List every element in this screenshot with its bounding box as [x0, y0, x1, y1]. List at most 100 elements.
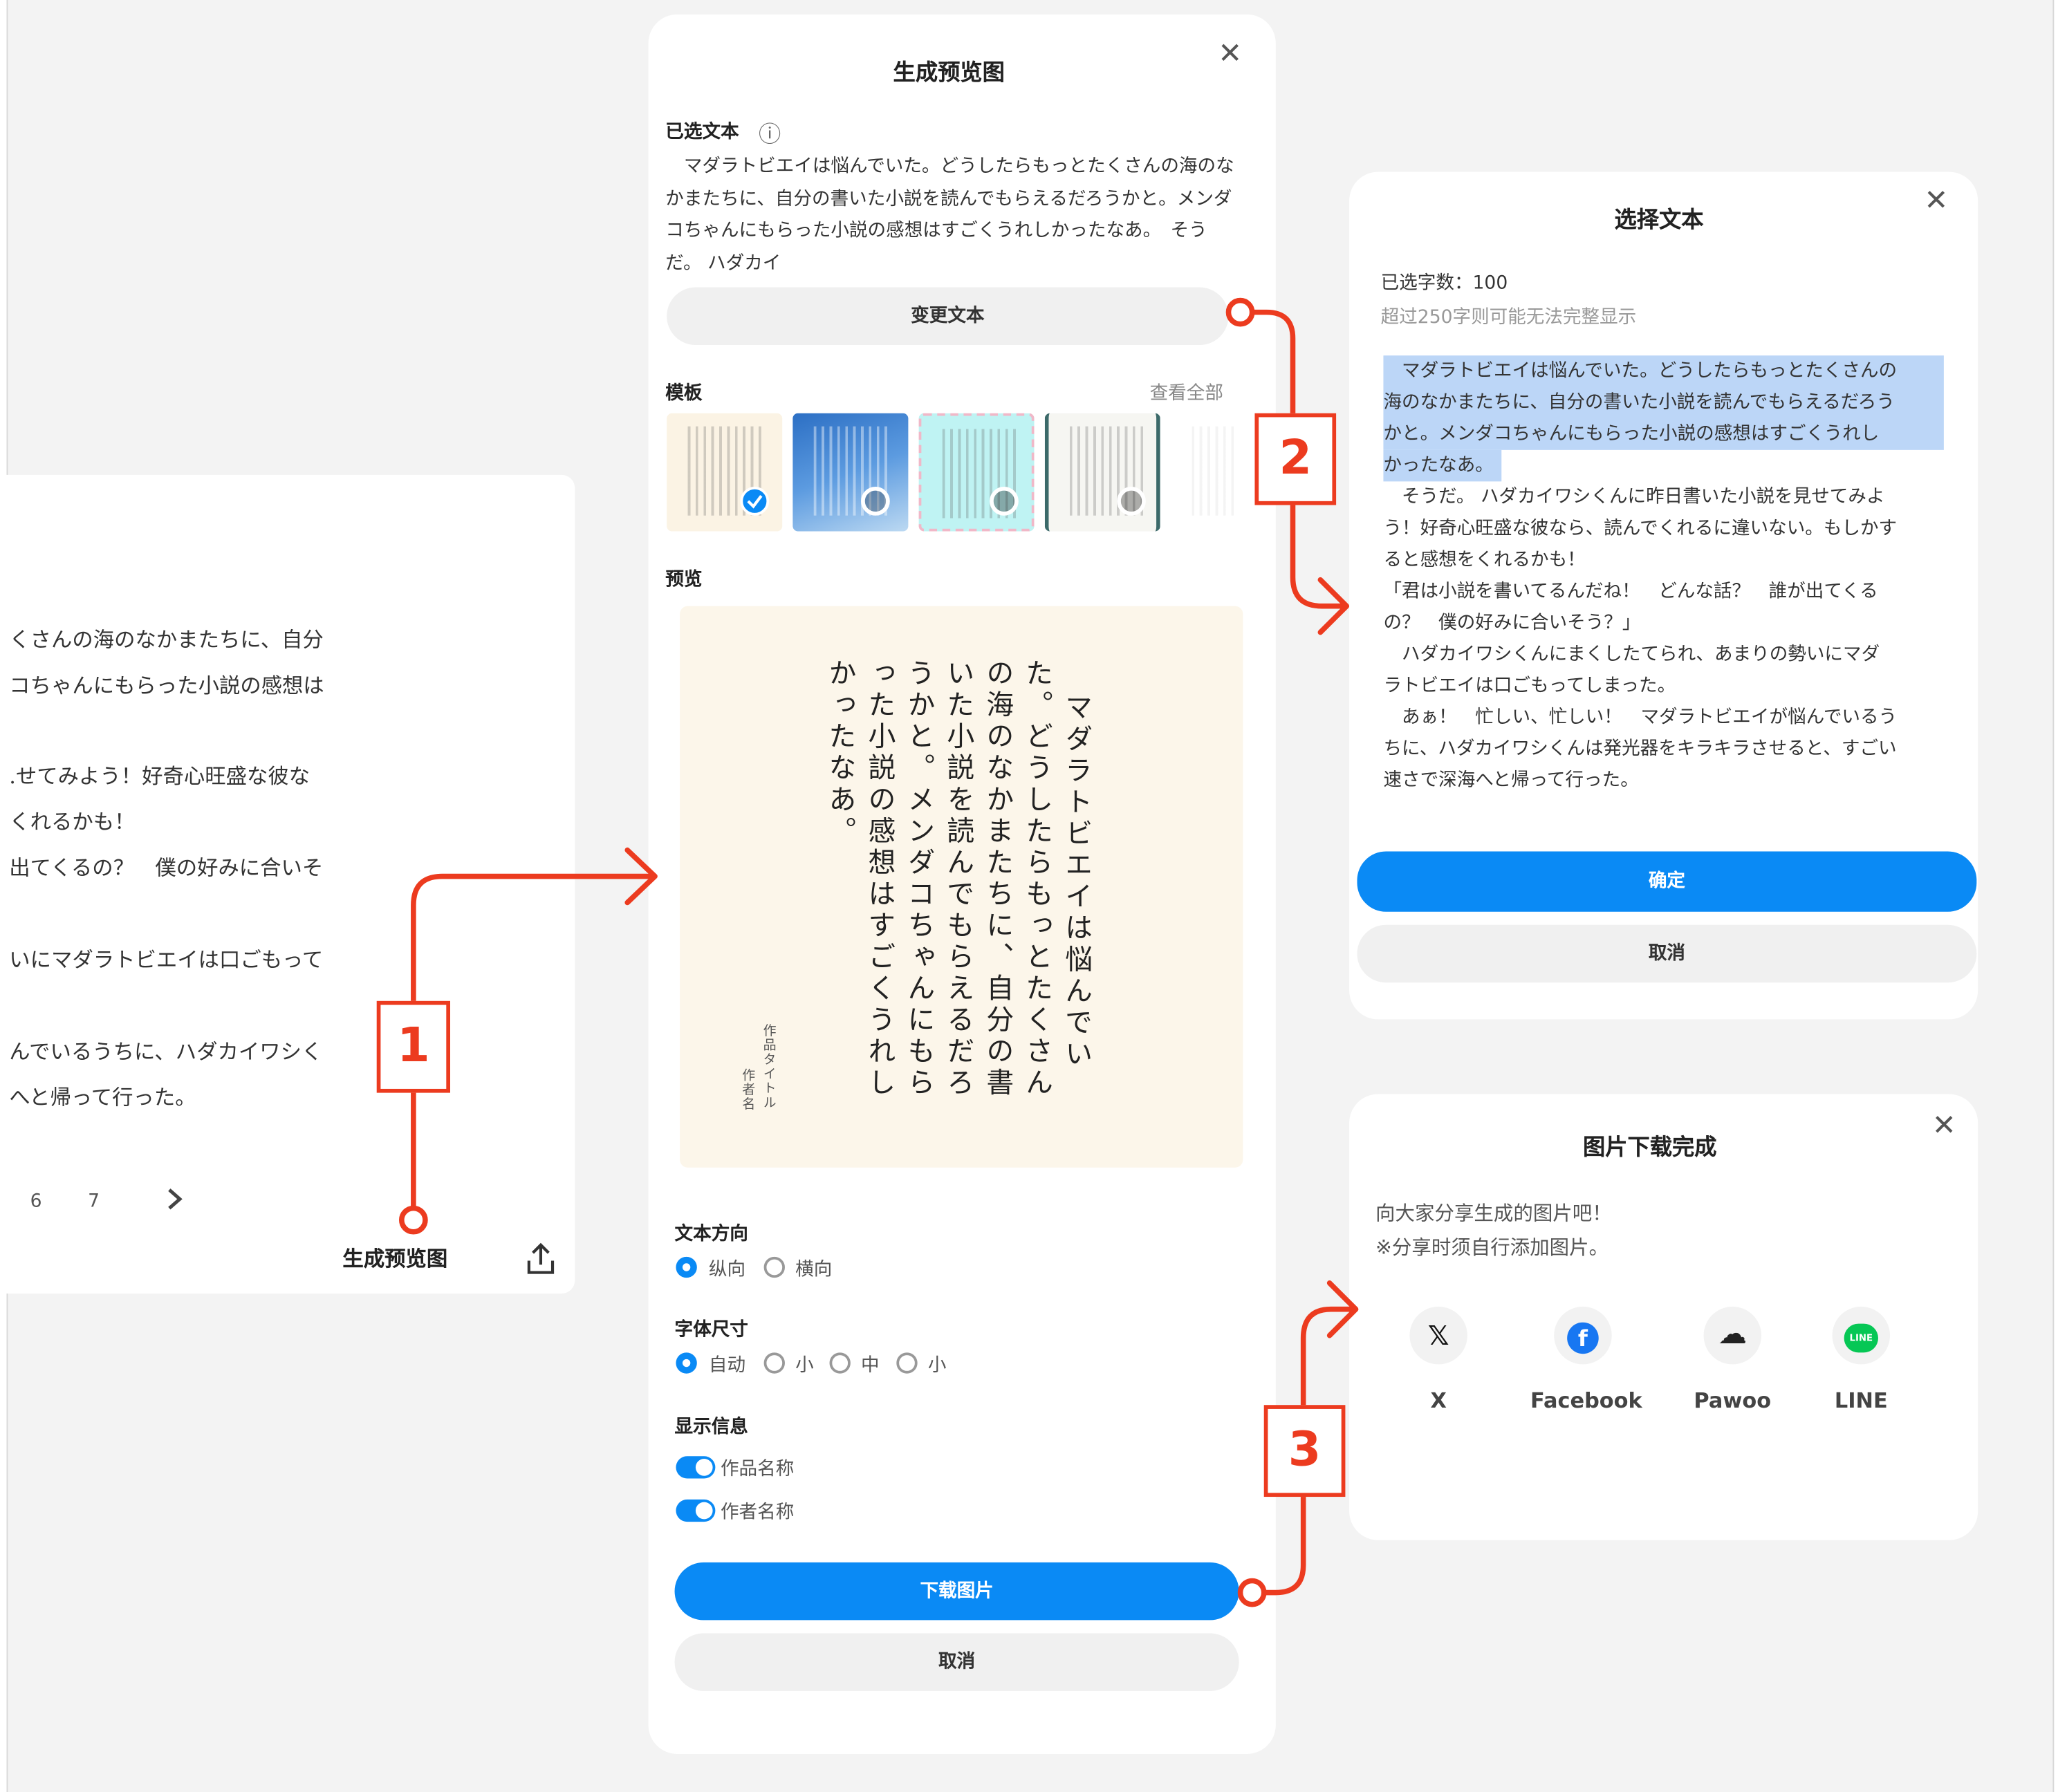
cancel-button[interactable]: 取消	[674, 1633, 1239, 1691]
reader-panel: くさんの海のなかまたちに、自分 コちゃんにもらった小説の感想は .せてみよう！好…	[6, 474, 575, 1294]
chevron-right-icon[interactable]	[164, 1186, 185, 1217]
check-icon	[740, 486, 770, 516]
x-logo-icon: 𝕏	[1409, 1306, 1467, 1365]
info-icon[interactable]: ⓘ	[759, 122, 781, 149]
arrow-1	[411, 873, 656, 1220]
radio-vertical[interactable]	[676, 1256, 697, 1278]
share-note: ※分享时须自行添加图片。	[1375, 1235, 1609, 1260]
arrow-3-head	[1326, 1280, 1359, 1338]
confirm-button[interactable]: 确定	[1357, 851, 1977, 912]
radio-horizontal[interactable]	[763, 1256, 785, 1278]
preview-vertical-line: た。どうしたらもっとたくさん	[1022, 658, 1055, 1100]
radio-icon	[1117, 486, 1146, 516]
page-link-6[interactable]: 6	[30, 1191, 42, 1213]
reader-line: .せてみよう！好奇心旺盛な彼な	[9, 763, 310, 789]
preview-vertical-line: った小説の感想はすごくうれし	[864, 658, 897, 1100]
preview-work-title: 作品タイトル	[759, 1023, 775, 1110]
share-x-label: X	[1430, 1388, 1447, 1413]
view-all-link[interactable]: 查看全部	[1149, 383, 1223, 404]
length-hint: 超过250字则可能无法完整显示	[1380, 307, 1637, 328]
text-line-selected[interactable]: かと。メンダコちゃんにもらった小説の感想はすごくうれし	[1383, 423, 1880, 445]
step-badge-1: 1	[376, 1000, 450, 1093]
reader-line: コちゃんにもらった小説の感想は	[9, 673, 324, 698]
select-text-dialog: 选择文本 ✕ 已选字数：100 超过250字则可能无法完整显示 マダラトビエイは…	[1349, 171, 1978, 1020]
preview-dialog: 生成预览图 ✕ 已选文本 ⓘ マダラトビエイは悩んでいた。どうしたらもっとたくさ…	[648, 14, 1276, 1754]
share-line-button[interactable]: LINE LINE	[1808, 1306, 1913, 1413]
text-line[interactable]: 速さで深海へと帰って行った。	[1383, 769, 1639, 792]
preview-vertical-line: いた小説を読んでもらえるだろ	[943, 658, 976, 1100]
arrow-2-origin	[1225, 297, 1255, 327]
toggle-author-name-label: 作者名称	[720, 1502, 795, 1524]
reader-line: へと帰って行った。	[9, 1085, 196, 1110]
reader-line: くさんの海のなかまたちに、自分	[9, 627, 324, 653]
text-line[interactable]: ハダカイワシくんにまくしたてられ、あまりの勢いにマダ	[1383, 644, 1880, 666]
text-line[interactable]: ちに、ハダカイワシくんは発光器をキラキラさせると、すごい	[1383, 738, 1897, 760]
preview-vertical-line: うかと。メンダコちゃんにもら	[904, 658, 936, 1100]
template-thumb-ruled[interactable]	[1044, 413, 1160, 532]
page-link-7[interactable]: 7	[88, 1191, 100, 1213]
text-line[interactable]: あぁ！ 忙しい、忙しい！ マダラトビエイが悩んでいるう	[1383, 707, 1898, 729]
radio-size-small-label: 小	[795, 1355, 814, 1376]
highlight-tail	[1383, 449, 1502, 482]
share-pawoo-button[interactable]: ☁ Pawoo	[1680, 1306, 1785, 1413]
radio-size-medium-label: 中	[861, 1355, 880, 1376]
close-icon[interactable]: ✕	[1218, 38, 1243, 71]
pawoo-logo-icon: ☁	[1703, 1306, 1762, 1365]
radio-size-large-label: 小	[927, 1355, 947, 1376]
preview-canvas: マダラトビエイは悩んでい た。どうしたらもっとたくさん の海のなかまたちに、自分…	[680, 606, 1243, 1168]
radio-vertical-label: 纵向	[708, 1259, 746, 1280]
reader-line: くれるかも！	[9, 809, 136, 834]
preview-vertical-line: の海のなかまたちに、自分の書	[983, 658, 1015, 1100]
text-line-selected[interactable]: マダラトビエイは悩んでいた。どうしたらもっとたくさんの	[1383, 360, 1898, 382]
generate-preview-link[interactable]: 生成预览图	[342, 1246, 448, 1271]
cancel-button[interactable]: 取消	[1357, 924, 1977, 983]
share-facebook-button[interactable]: f Facebook	[1530, 1306, 1642, 1413]
toggle-work-title[interactable]	[676, 1456, 716, 1479]
text-line[interactable]: の？ 僕の好みに合いそう？」	[1383, 613, 1641, 634]
arrow-1-head	[624, 847, 658, 906]
change-text-button[interactable]: 变更文本	[667, 287, 1229, 346]
radio-size-auto[interactable]	[676, 1352, 697, 1374]
selected-text-excerpt: マダラトビエイは悩んでいた。どうしたらもっとたくさんの海のなかまたちに、自分の書…	[665, 156, 1234, 274]
template-thumb-sky[interactable]	[792, 413, 909, 532]
preview-vertical-line: かったなあ。	[825, 658, 858, 848]
radio-size-small[interactable]	[763, 1352, 785, 1374]
text-line[interactable]: 「君は小説を書いてるんだね！ どんな話？ 誰が出てくる	[1383, 581, 1878, 602]
template-label: 模板	[665, 383, 703, 404]
share-x-button[interactable]: 𝕏 X	[1386, 1306, 1491, 1413]
template-thumb-white[interactable]	[1170, 413, 1234, 532]
text-line[interactable]: ると感想をくれるかも！	[1383, 550, 1586, 571]
download-image-button[interactable]: 下载图片	[674, 1562, 1239, 1621]
text-line[interactable]: そうだ。 ハダカイワシくんに昨日書いた小説を見せてみよ	[1383, 486, 1885, 508]
text-line[interactable]: ラトビエイは口ごもってしまった。	[1383, 675, 1676, 697]
toggle-work-title-label: 作品名称	[720, 1459, 795, 1480]
radio-icon	[990, 486, 1019, 516]
dialog-title: 图片下载完成	[1582, 1135, 1717, 1161]
close-icon[interactable]: ✕	[1924, 185, 1949, 218]
radio-horizontal-label: 横向	[795, 1259, 833, 1280]
preview-label: 预览	[665, 569, 703, 590]
radio-size-medium[interactable]	[829, 1352, 851, 1374]
text-line[interactable]: う！好奇心旺盛な彼なら、読んでくれるに違いない。もしかす	[1383, 518, 1898, 539]
arrow-2-head	[1317, 577, 1350, 635]
text-direction-label: 文本方向	[674, 1224, 748, 1245]
close-icon[interactable]: ✕	[1931, 1110, 1956, 1143]
toggle-author-name[interactable]	[676, 1499, 716, 1522]
share-upload-icon[interactable]	[523, 1241, 557, 1283]
reader-line: 出てくるの？ 僕の好みに合いそ	[9, 855, 324, 881]
share-facebook-label: Facebook	[1530, 1388, 1642, 1413]
template-thumb-cream[interactable]	[667, 413, 783, 532]
display-info-label: 显示信息	[674, 1417, 748, 1438]
reader-line: んでいるうちに、ハダカイワシく	[9, 1038, 323, 1064]
template-thumb-mint[interactable]	[918, 413, 1035, 532]
text-line-selected[interactable]: かったなあ。	[1383, 455, 1494, 476]
reader-line: いにマダラトビエイは口ごもって	[9, 947, 324, 973]
radio-size-auto-label: 自动	[708, 1355, 746, 1376]
font-size-label: 字体尺寸	[674, 1319, 748, 1341]
text-line-selected[interactable]: 海のなかまたちに、自分の書いた小説を読んでもらえるだろう	[1383, 392, 1895, 413]
facebook-logo-icon: f	[1554, 1306, 1612, 1365]
radio-size-large[interactable]	[896, 1352, 918, 1374]
radio-icon	[861, 486, 890, 516]
